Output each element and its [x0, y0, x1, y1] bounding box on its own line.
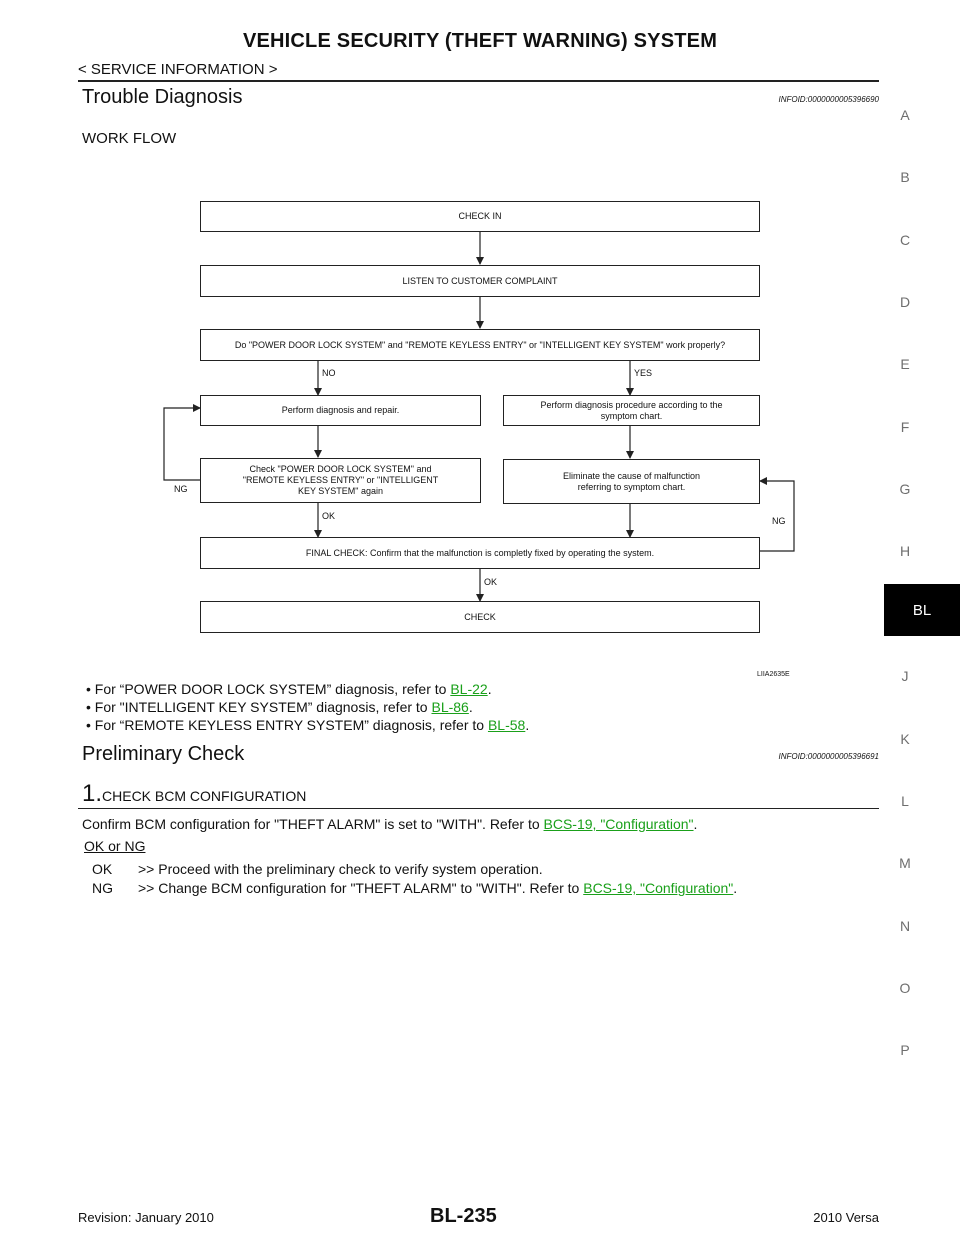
- index-tab-h[interactable]: H: [899, 543, 911, 559]
- ref-item-power-door-lock: • For “POWER DOOR LOCK SYSTEM” diagnosis…: [86, 681, 492, 697]
- ref-text: For "INTELLIGENT KEY SYSTEM” diagnosis, …: [94, 699, 432, 715]
- result-ng-code: NG: [92, 880, 113, 896]
- index-tab-f[interactable]: F: [900, 419, 910, 435]
- ref-end: .: [468, 699, 473, 715]
- bullet: •: [86, 699, 95, 715]
- flow-step-final-check: FINAL CHECK: Confirm that the malfunctio…: [200, 537, 760, 569]
- instruction-text: Confirm BCM configuration for "THEFT ALA…: [82, 816, 544, 832]
- flow-step-listen: LISTEN TO CUSTOMER COMPLAINT: [200, 265, 760, 297]
- flow-label-ok-left: OK: [322, 511, 336, 521]
- index-tab-b[interactable]: B: [900, 169, 910, 185]
- result-ng-text: >> Change BCM configuration for "THEFT A…: [138, 880, 584, 896]
- link-bl-86[interactable]: BL-86: [431, 699, 469, 715]
- flow-step-question: Do "POWER DOOR LOCK SYSTEM" and "REMOTE …: [200, 329, 760, 361]
- step-instruction: Confirm BCM configuration for "THEFT ALA…: [82, 816, 697, 832]
- ref-item-intelligent-key: • For "INTELLIGENT KEY SYSTEM” diagnosis…: [86, 699, 473, 715]
- work-flow-label: WORK FLOW: [82, 130, 177, 147]
- result-label: OK or NG: [84, 838, 146, 854]
- figure-id: LIIA2635E: [757, 671, 790, 678]
- flow-label-ng-right: NG: [772, 516, 786, 526]
- flow-label-yes: YES: [634, 368, 653, 378]
- index-tab-l[interactable]: L: [901, 793, 909, 809]
- instruction-end: .: [693, 816, 698, 832]
- index-tab-k[interactable]: K: [900, 731, 910, 747]
- preliminary-check-info-id: INFOID:0000000005396691: [778, 752, 879, 761]
- bullet: •: [86, 717, 95, 733]
- header-divider: [78, 80, 879, 82]
- index-tab-d[interactable]: D: [899, 294, 911, 310]
- result-ok: OK >> Proceed with the preliminary check …: [92, 861, 543, 877]
- flow-label-no: NO: [322, 368, 336, 378]
- ref-end: .: [487, 681, 492, 697]
- flow-label-ng-left: NG: [174, 484, 188, 494]
- index-tab-a[interactable]: A: [900, 107, 910, 123]
- ref-text: For “REMOTE KEYLESS ENTRY SYSTEM” diagno…: [94, 717, 488, 733]
- flow-step-perform-repair: Perform diagnosis and repair.: [200, 395, 481, 426]
- flow-step-perform-procedure: Perform diagnosis procedure according to…: [503, 395, 760, 426]
- flow-step-check-in: CHECK IN: [200, 201, 760, 232]
- flow-step-eliminate: Eliminate the cause of malfunction refer…: [503, 459, 760, 504]
- index-tab-e[interactable]: E: [900, 356, 910, 372]
- index-tab-n[interactable]: N: [899, 918, 911, 934]
- link-bcs-19-configuration-ng[interactable]: BCS-19, "Configuration": [583, 880, 734, 896]
- ref-end: .: [525, 717, 530, 733]
- result-ok-text: >> Proceed with the preliminary check to…: [138, 861, 543, 877]
- result-ng: NG >> Change BCM configuration for "THEFT…: [92, 880, 737, 896]
- flow-step-check-out: CHECK: [200, 601, 760, 633]
- footer-revision: Revision: January 2010: [78, 1210, 214, 1225]
- link-bl-22[interactable]: BL-22: [450, 681, 488, 697]
- trouble-diagnosis-title: Trouble Diagnosis: [82, 86, 243, 108]
- page-header-title: VEHICLE SECURITY (THEFT WARNING) SYSTEM: [242, 30, 718, 52]
- preliminary-check-title: Preliminary Check: [82, 743, 245, 765]
- page-header-subtitle: < SERVICE INFORMATION >: [78, 61, 278, 78]
- bullet: •: [86, 681, 95, 697]
- result-ok-code: OK: [92, 861, 113, 877]
- index-tab-bl-active[interactable]: BL: [884, 584, 960, 636]
- ref-text: For “POWER DOOR LOCK SYSTEM” diagnosis, …: [94, 681, 451, 697]
- flow-step-check-again: Check "POWER DOOR LOCK SYSTEM" and "REMO…: [200, 458, 481, 503]
- flow-label-ok-bottom: OK: [484, 577, 498, 587]
- index-tab-m[interactable]: M: [899, 855, 911, 871]
- index-tab-o[interactable]: O: [899, 980, 911, 996]
- index-tab-c[interactable]: C: [899, 232, 911, 248]
- index-tab-j[interactable]: J: [901, 668, 909, 684]
- trouble-diagnosis-info-id: INFOID:0000000005396690: [778, 95, 879, 104]
- index-tab-p[interactable]: P: [900, 1042, 910, 1058]
- flowchart-connectors: [163, 232, 795, 602]
- link-bl-58[interactable]: BL-58: [487, 717, 526, 733]
- link-bcs-19-configuration[interactable]: BCS-19, "Configuration": [543, 816, 694, 832]
- ref-item-remote-keyless: • For “REMOTE KEYLESS ENTRY SYSTEM” diag…: [86, 717, 529, 733]
- footer-page-number: BL-235: [430, 1205, 497, 1227]
- result-ng-end: .: [733, 880, 738, 896]
- step-divider: [78, 808, 879, 809]
- step-number: 1.: [82, 780, 103, 807]
- step-title: CHECK BCM CONFIGURATION: [102, 788, 307, 804]
- index-tab-g[interactable]: G: [899, 481, 911, 497]
- footer-model: 2010 Versa: [813, 1210, 879, 1225]
- step-heading: 1.CHECK BCM CONFIGURATION: [82, 780, 306, 808]
